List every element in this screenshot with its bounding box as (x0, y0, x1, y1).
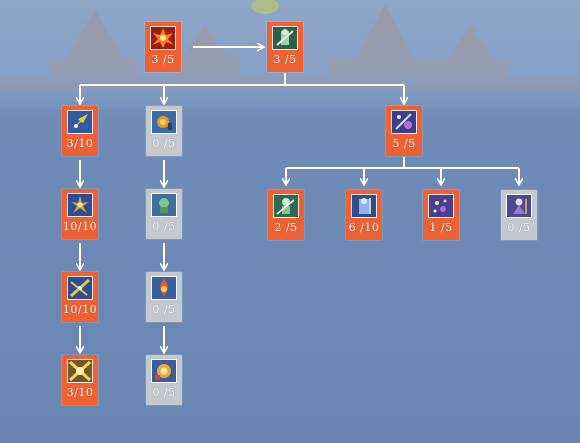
skill-node-middle-1[interactable]: 0 /5 (146, 106, 182, 156)
skill-level: 0 /5 (152, 303, 176, 316)
arcane-weapons-icon (391, 110, 417, 134)
skill-level: 5 /5 (392, 137, 416, 150)
armored-warrior-icon (272, 26, 298, 50)
radiant-blades-icon (67, 359, 93, 383)
skill-node-right-child-4[interactable]: 0 /5 (501, 190, 537, 240)
skill-node-right-child-3[interactable]: 1 /5 (423, 190, 459, 240)
skill-node-left-4[interactable]: 3/10 (62, 355, 98, 405)
skill-level: 0 /5 (152, 386, 176, 399)
skill-node-middle-4[interactable]: 0 /5 (146, 355, 182, 405)
background-scenery (0, 0, 580, 110)
violet-sparkle-icon (428, 194, 454, 218)
fire-burst-icon (150, 26, 176, 50)
flame-spirit-icon (151, 276, 177, 300)
skill-node-root-2[interactable]: 3 /5 (267, 22, 303, 72)
blue-knight-icon (351, 194, 377, 218)
green-warrior-icon (273, 194, 299, 218)
skill-node-left-3[interactable]: 10/10 (62, 272, 98, 322)
skill-level: 6 /10 (348, 221, 380, 234)
skill-level: 3/10 (66, 137, 94, 150)
golden-fire-spirit-icon (151, 359, 177, 383)
skill-node-middle-3[interactable]: 0 /5 (146, 272, 182, 322)
skill-node-middle-2[interactable]: 0 /5 (146, 189, 182, 239)
golden-strike-icon (67, 110, 93, 134)
skill-node-left-1[interactable]: 3/10 (62, 106, 98, 156)
skill-level: 3 /5 (273, 53, 297, 66)
skill-node-right-child-2[interactable]: 6 /10 (346, 190, 382, 240)
skill-level: 10/10 (62, 220, 98, 233)
skill-level: 3/10 (66, 386, 94, 399)
skill-level: 1 /5 (429, 221, 453, 234)
skill-node-root-1[interactable]: 3 /5 (145, 22, 181, 72)
skill-level: 10/10 (62, 303, 98, 316)
skill-level: 0 /5 (152, 220, 176, 233)
star-burst-icon (67, 193, 93, 217)
skill-node-right-child-1[interactable]: 2 /5 (268, 190, 304, 240)
skill-level: 0 /5 (152, 137, 176, 150)
green-spirit-icon (151, 193, 177, 217)
skill-level: 2 /5 (274, 221, 298, 234)
flame-orb-icon (151, 110, 177, 134)
skill-node-right-hub[interactable]: 5 /5 (386, 106, 422, 156)
crossed-blades-icon (67, 276, 93, 300)
skill-level: 0 /5 (507, 221, 531, 234)
violet-mage-icon (506, 194, 532, 218)
skill-level: 3 /5 (151, 53, 175, 66)
skill-node-left-2[interactable]: 10/10 (62, 189, 98, 239)
